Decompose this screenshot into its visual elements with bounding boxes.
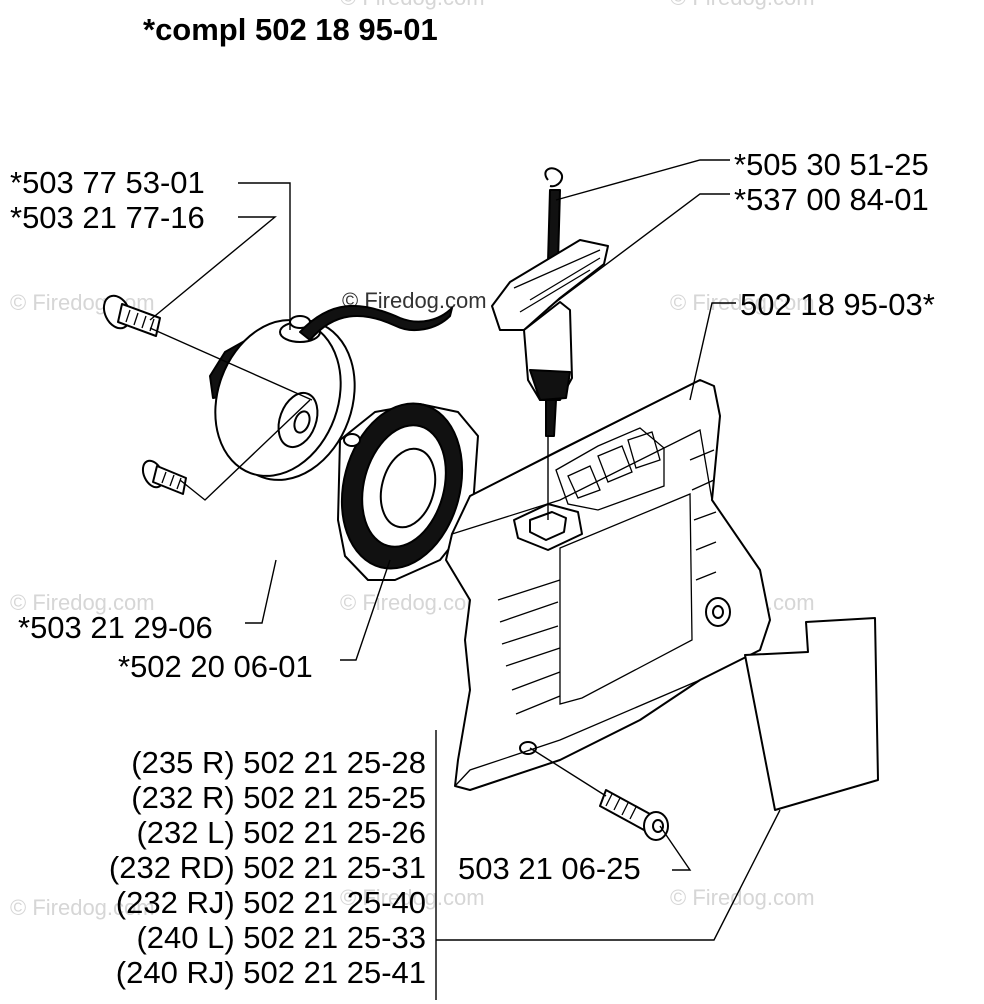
variant-label: (232 L) 502 21 25-26: [136, 815, 426, 850]
spring-cassette: [337, 402, 479, 581]
watermark: © Firedog.com: [340, 590, 485, 615]
screw-bottom: [599, 789, 669, 841]
variant-label: (240 L) 502 21 25-33: [136, 920, 426, 955]
watermark: © Firedog.com: [670, 885, 815, 910]
starter-handle: [491, 167, 609, 437]
decal-sticker: [744, 617, 879, 811]
part-number-label: *503 21 77-16: [10, 200, 205, 235]
part-number-label: 503 21 06-25: [458, 851, 641, 886]
part-number-label: 502 18 95-03*: [740, 287, 935, 322]
variant-list: (235 R) 502 21 25-28 (232 R) 502 21 25-2…: [109, 745, 426, 990]
watermark: © Firedog.com: [340, 0, 485, 10]
variant-label: (232 R) 502 21 25-25: [131, 780, 426, 815]
part-number-label: *505 30 51-25: [734, 147, 929, 182]
part-number-label: *503 77 53-01: [10, 165, 205, 200]
leader-lines: [149, 159, 781, 1000]
part-labels: *503 77 53-01 *503 21 77-16 *505 30 51-2…: [10, 147, 935, 886]
assembly-title: *compl 502 18 95-01: [143, 12, 438, 47]
screw-top: [102, 294, 161, 337]
starter-housing: [445, 379, 771, 791]
variant-label: (235 R) 502 21 25-28: [131, 745, 426, 780]
watermark: © Firedog.com: [670, 0, 815, 10]
variant-label: (240 RJ) 502 21 25-41: [116, 955, 426, 990]
part-number-label: *502 20 06-01: [118, 649, 313, 684]
variant-label: (232 RD) 502 21 25-31: [109, 850, 426, 885]
pulley-drum: [209, 304, 453, 481]
part-number-label: *537 00 84-01: [734, 182, 929, 217]
screw-mid: [141, 459, 187, 495]
variant-label: (232 RJ) 502 21 25-40: [116, 885, 426, 920]
watermark: © Firedog.com: [670, 290, 815, 315]
watermark: © Firedog.com: [10, 590, 155, 615]
watermark: © Firedog.com: [10, 895, 155, 920]
part-number-label: *503 21 29-06: [18, 610, 213, 645]
watermark: © Firedog.com: [340, 885, 485, 910]
